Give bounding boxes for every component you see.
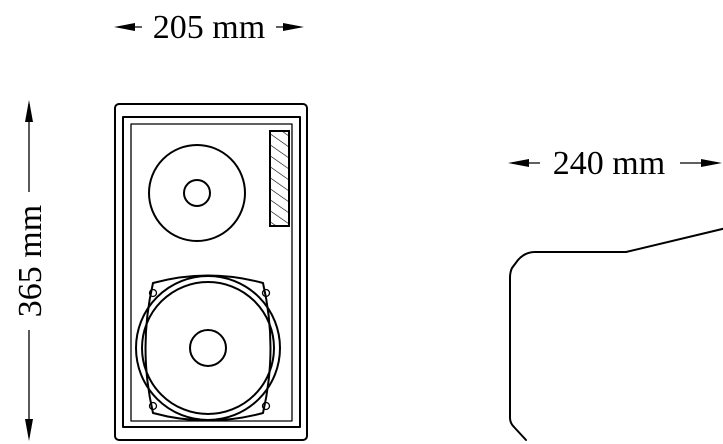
height-label: 365 mm — [12, 205, 49, 317]
front-view — [114, 103, 308, 441]
tweeter — [148, 144, 246, 242]
woofer — [135, 274, 281, 422]
width-label: 205 mm — [153, 9, 265, 46]
side-profile — [509, 227, 723, 441]
cabinet-outer — [114, 103, 308, 441]
depth-dimension: 240 mm — [508, 145, 722, 182]
mount-screw — [148, 288, 158, 298]
mount-screw — [148, 401, 158, 411]
mount-screw — [261, 288, 271, 298]
depth-label: 240 mm — [553, 145, 665, 182]
width-dimension: 205 mm — [114, 9, 304, 46]
height-dimension: 365 mm — [12, 100, 49, 441]
mount-screw — [261, 401, 271, 411]
bass-port — [269, 130, 290, 227]
woofer-frame — [144, 274, 272, 422]
side-view — [509, 227, 723, 441]
cabinet-inner — [122, 116, 301, 428]
